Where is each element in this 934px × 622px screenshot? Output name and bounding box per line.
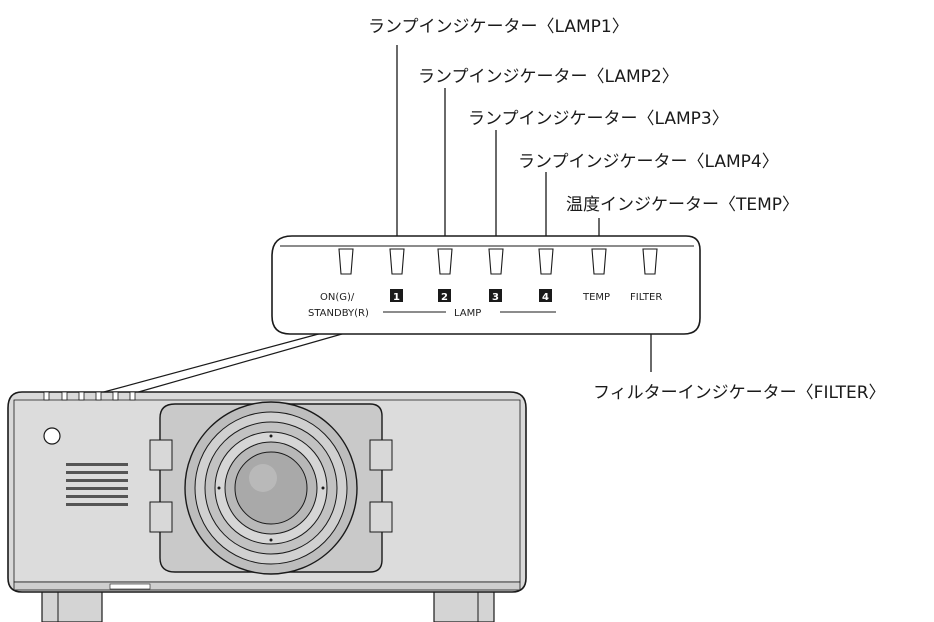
callout-lamp1: ランプインジケーター〈LAMP1〉: [368, 17, 629, 37]
indicator-lamp2: [437, 248, 453, 275]
lamp-badges: 1 2 3 4: [390, 289, 552, 303]
indicator-lamp1: [389, 248, 405, 275]
badge-lamp2-text: 2: [441, 292, 448, 303]
zoom-connector: [99, 331, 350, 394]
badge-lamp2: [438, 289, 451, 302]
label-standby: STANDBY(R): [308, 308, 369, 319]
projector: [7, 391, 527, 622]
leader-lines: [396, 45, 652, 372]
label-filter: FILTER: [630, 292, 662, 303]
label-on: ON(G)/: [320, 292, 355, 303]
badge-lamp4: [539, 289, 552, 302]
speaker-grille: [66, 463, 128, 506]
callout-lamp3: ランプインジケーター〈LAMP3〉: [468, 109, 729, 129]
badge-lamp1-text: 1: [393, 292, 400, 303]
callout-temp: 温度インジケーター〈TEMP〉: [566, 195, 800, 215]
badge-lamp3: [489, 289, 502, 302]
callout-lamp2: ランプインジケーター〈LAMP2〉: [418, 67, 679, 87]
callout-filter: フィルターインジケーター〈FILTER〉: [593, 383, 886, 403]
indicator-temp: [591, 248, 607, 275]
indicator-panel: ON(G)/ STANDBY(R) 1 2 3 4 LAMP TEMP FILT…: [271, 235, 701, 335]
sensor-circle: [43, 427, 61, 445]
callout-lamp4: ランプインジケーター〈LAMP4〉: [518, 152, 779, 172]
badge-lamp1: [390, 289, 403, 302]
label-temp: TEMP: [582, 292, 610, 303]
indicator-lenses: [338, 248, 658, 275]
indicator-filter: [642, 248, 658, 275]
indicator-lamp3: [488, 248, 504, 275]
badge-lamp3-text: 3: [492, 292, 499, 303]
indicator-lamp4: [538, 248, 554, 275]
badge-lamp4-text: 4: [542, 292, 549, 303]
label-lamp: LAMP: [454, 308, 481, 319]
indicator-power: [338, 248, 354, 275]
